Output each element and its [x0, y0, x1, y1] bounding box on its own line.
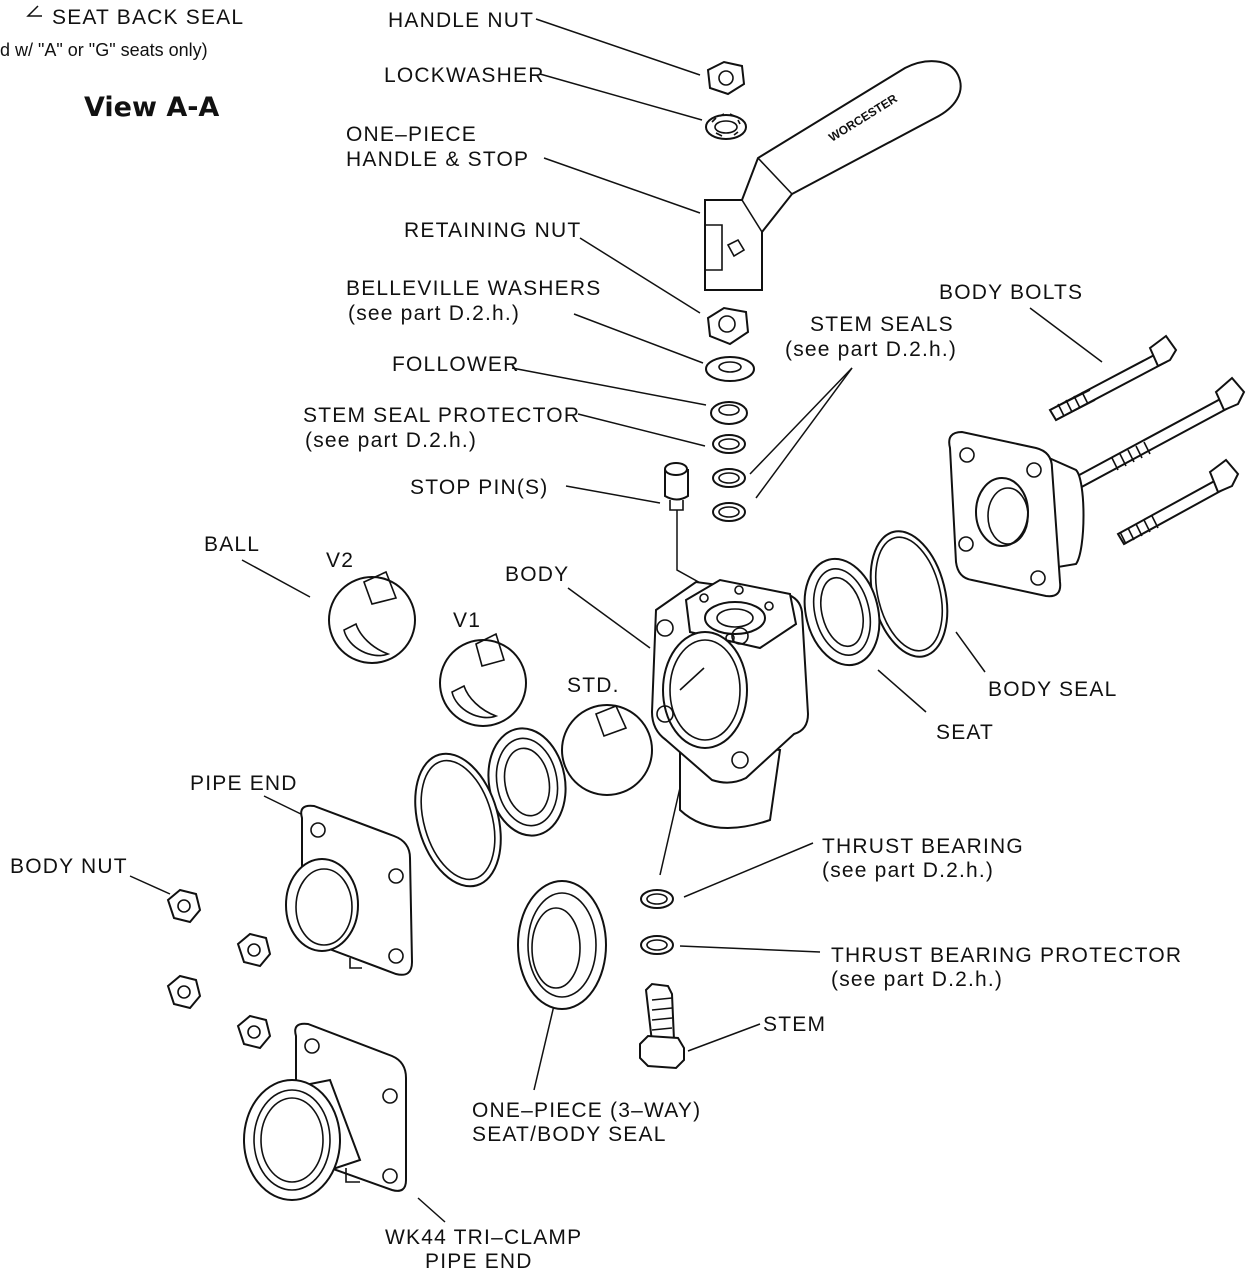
label-handle-stop-2: HANDLE & STOP: [346, 148, 529, 171]
handle: WORCESTER: [704, 60, 962, 291]
left-body-seal: [414, 752, 502, 888]
label-one-piece-seat-1: ONE–PIECE (3–WAY): [472, 1099, 701, 1122]
label-stop-pins: STOP PIN(S): [410, 476, 548, 499]
label-tri-clamp-1: WK44 TRI–CLAMP: [385, 1226, 582, 1249]
left-seat: [487, 727, 567, 837]
right-body-seal: [869, 530, 949, 658]
label-v1: V1: [453, 609, 481, 632]
belleville-washers: [705, 356, 755, 382]
label-body-bolts: BODY BOLTS: [939, 281, 1083, 304]
label-one-piece-seat-2: SEAT/BODY SEAL: [472, 1123, 667, 1146]
body-nuts: [166, 888, 272, 1050]
seat-back-seal-label: SEAT BACK SEAL: [52, 6, 244, 29]
label-thrust-protector-2: (see part D.2.h.): [831, 968, 1003, 991]
body-nut-1: [166, 888, 202, 924]
follower: [710, 401, 748, 425]
label-ball: BALL: [204, 533, 260, 556]
stop-pin: [664, 462, 689, 511]
view-note: SEAT BACK SEAL d w/ "A" or "G" seats onl…: [0, 5, 244, 123]
label-stem-seals-1: STEM SEALS: [810, 313, 954, 336]
label-body: BODY: [505, 563, 569, 586]
label-thrust-bearing-1: THRUST BEARING: [822, 835, 1024, 858]
label-belleville-1: BELLEVILLE WASHERS: [346, 277, 601, 300]
one-piece-seat-body-seal: [517, 880, 607, 1010]
thrust-bearing: [640, 889, 674, 909]
label-tri-clamp-2: PIPE END: [425, 1250, 533, 1272]
label-std: STD.: [567, 674, 620, 697]
label-body-nut: BODY NUT: [10, 855, 128, 878]
stem-seals: [712, 468, 746, 522]
stem: [639, 982, 685, 1070]
label-stem: STEM: [763, 1013, 826, 1036]
label-thrust-protector-1: THRUST BEARING PROTECTOR: [831, 944, 1182, 967]
body-nut-3: [166, 974, 202, 1010]
handle-nut: [706, 60, 746, 96]
label-handle-stop-1: ONE–PIECE: [346, 123, 477, 146]
label-stem-seal-protector-2: (see part D.2.h.): [305, 429, 477, 452]
view-title: View A-A: [84, 92, 219, 123]
label-belleville-2: (see part D.2.h.): [348, 302, 520, 325]
lockwasher: [705, 113, 747, 140]
right-seat: [803, 557, 881, 667]
retaining-nut: [706, 306, 750, 346]
body-nut-2: [236, 932, 272, 968]
label-retaining-nut: RETAINING NUT: [404, 219, 581, 242]
ball-std: [561, 704, 653, 796]
label-seat: SEAT: [936, 721, 994, 744]
label-follower: FOLLOWER: [392, 353, 519, 376]
stem-seal-protector: [712, 434, 746, 454]
body-nut-4: [236, 1014, 272, 1050]
valve-body: [650, 578, 810, 829]
label-stem-seals-2: (see part D.2.h.): [785, 338, 957, 361]
label-thrust-bearing-2: (see part D.2.h.): [822, 859, 994, 882]
ball-v1: [439, 632, 527, 727]
callout-labels: HANDLE NUT LOCKWASHER ONE–PIECE HANDLE &…: [10, 9, 1182, 1272]
tri-clamp-pipe-end: [243, 1022, 407, 1201]
right-pipe-end: [948, 430, 1085, 598]
label-v2: V2: [326, 549, 354, 572]
label-lockwasher: LOCKWASHER: [384, 64, 545, 87]
label-stem-seal-protector-1: STEM SEAL PROTECTOR: [303, 404, 580, 427]
label-body-seal: BODY SEAL: [988, 678, 1117, 701]
ball-v2: [328, 570, 416, 664]
label-pipe-end: PIPE END: [190, 772, 298, 795]
thrust-bearing-protector: [640, 935, 674, 955]
seat-back-note: d w/ "A" or "G" seats only): [0, 40, 208, 60]
body-bolts: [1048, 334, 1246, 546]
label-handle-nut: HANDLE NUT: [388, 9, 534, 32]
leader-lines: [129, 18, 1103, 1223]
left-pipe-end: [285, 804, 414, 976]
